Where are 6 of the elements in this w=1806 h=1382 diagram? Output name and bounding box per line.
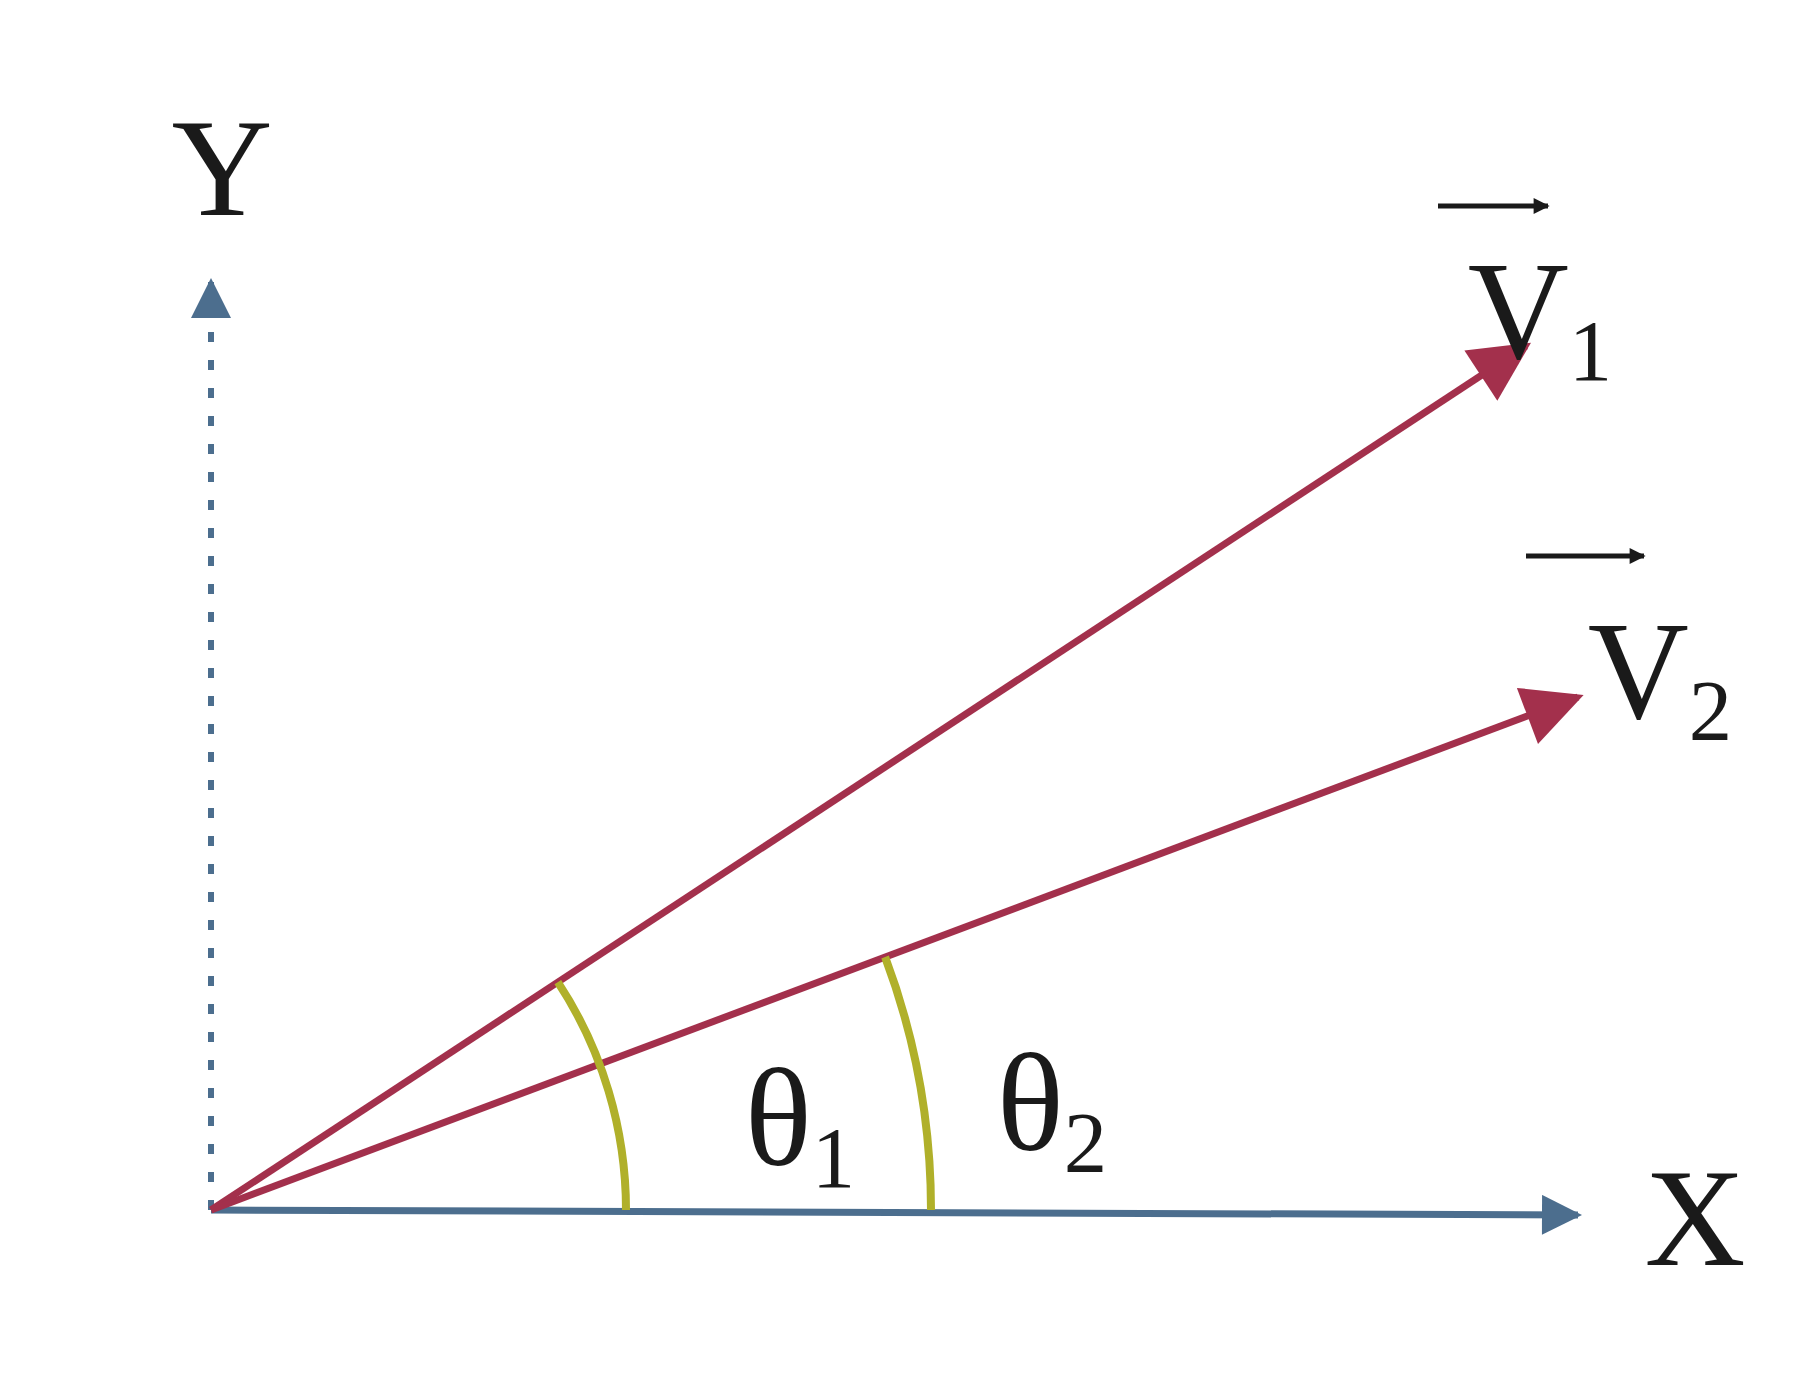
axis-label: X	[1644, 1148, 1746, 1288]
vector-label: V$_{2}$	[1587, 601, 1733, 755]
axis-label: Y	[171, 98, 273, 238]
angle-label: θ$_{2}$	[996, 1033, 1108, 1187]
vector-label: V$_{1}$	[1467, 241, 1613, 395]
angle-label: θ$_{1}$	[744, 1048, 856, 1202]
